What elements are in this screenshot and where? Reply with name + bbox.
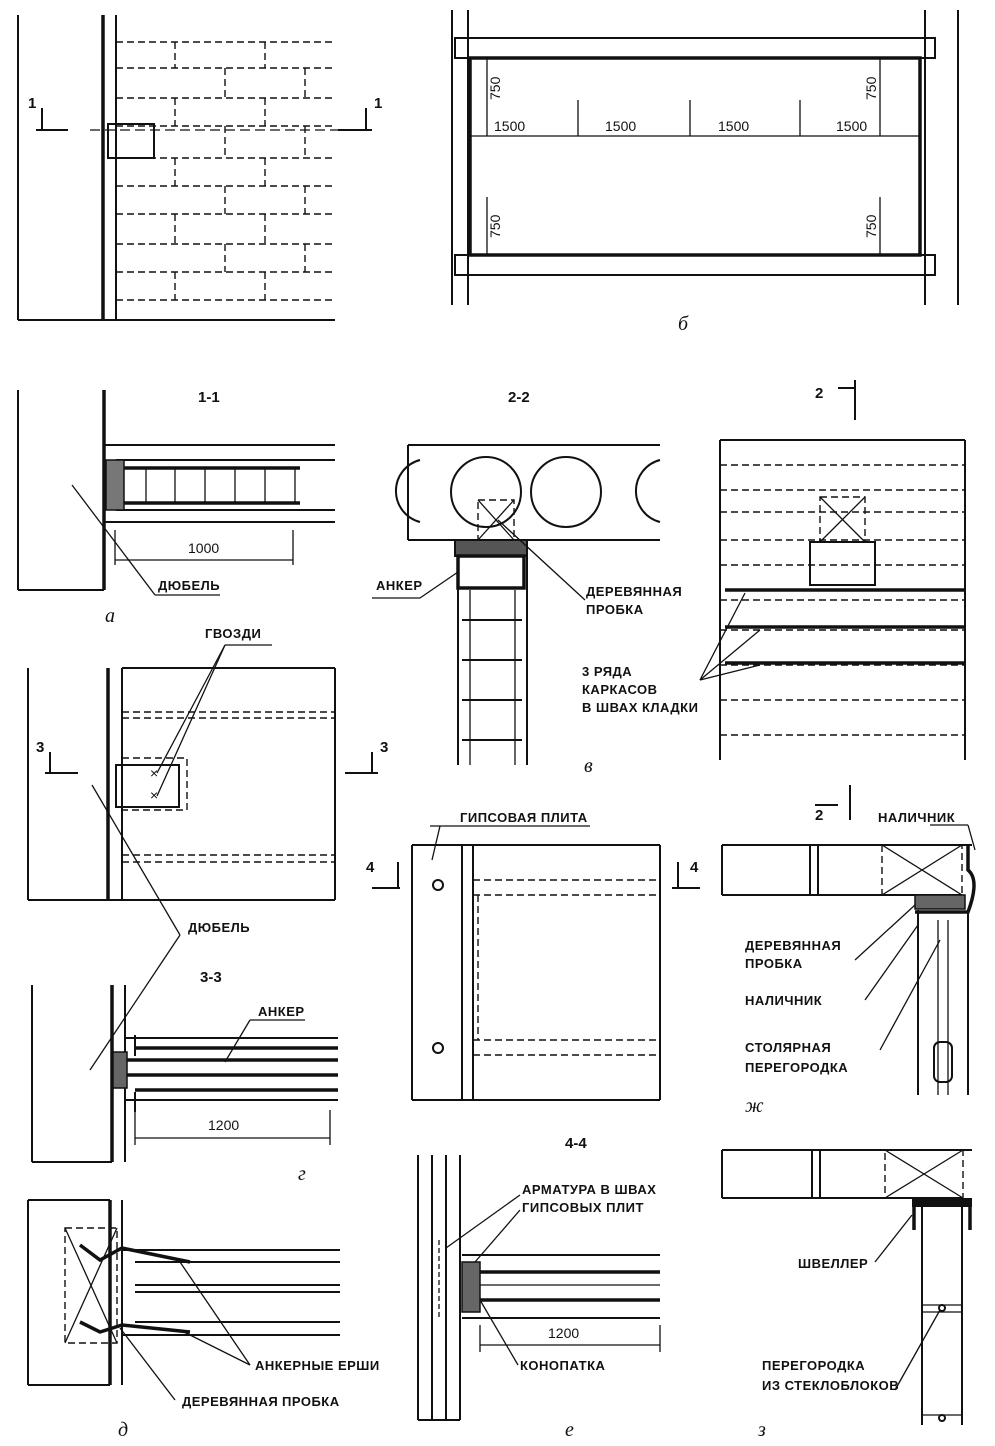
label-casing-bottom: НАЛИЧНИК <box>745 993 822 1008</box>
dim-750-bl: 750 <box>487 214 503 238</box>
section-mark-4-right: 4 <box>690 859 699 876</box>
dim-750-tl: 750 <box>487 76 503 100</box>
panel-z <box>721 1149 972 1425</box>
label-wood-plug-d-2: ПРОБКА <box>282 1394 340 1409</box>
label-dubel-a: ДЮБЕЛЬ <box>158 578 220 593</box>
dim-1200-g: 1200 <box>208 1117 239 1133</box>
svg-text:×: × <box>150 787 158 803</box>
label-wood-plug-zh-1: ДЕРЕВЯННАЯ <box>745 938 841 953</box>
caption-v: в <box>584 755 593 777</box>
label-channel: ШВЕЛЛЕР <box>798 1256 868 1271</box>
label-glass-2: ИЗ СТЕКЛОБЛОКОВ <box>762 1378 899 1393</box>
title-section-4-4: 4-4 <box>565 1135 587 1152</box>
dim-1500-1: 1500 <box>494 118 525 134</box>
section-1-1 <box>17 390 335 596</box>
label-anchor-ruffs: АНКЕРНЫЕ ЕРШИ <box>255 1358 380 1373</box>
label-caulking: КОНОПАТКА <box>520 1358 606 1373</box>
panel-v-elevation <box>699 380 966 820</box>
label-gypsum-plate: ГИПСОВАЯ ПЛИТА <box>460 810 588 825</box>
label-wood-plug-v-2: ПРОБКА <box>586 602 644 617</box>
caption-zh: ж <box>745 1095 764 1117</box>
section-mark-1-left: 1 <box>28 95 36 112</box>
section-mark-2-bottom: 2 <box>815 807 823 824</box>
dim-1500-4: 1500 <box>836 118 867 134</box>
dim-1500-3: 1500 <box>718 118 749 134</box>
section-mark-4-left: 4 <box>366 859 375 876</box>
dim-750-br: 750 <box>863 214 879 238</box>
label-glass-1: ПЕРЕГОРОДКА <box>762 1358 865 1373</box>
dim-1500-2: 1500 <box>605 118 636 134</box>
label-joinery-2: ПЕРЕГОРОДКА <box>745 1060 848 1075</box>
label-anker-v: АНКЕР <box>376 578 423 593</box>
label-nails: ГВОЗДИ <box>205 626 261 641</box>
section-mark-3-right: 3 <box>380 739 388 756</box>
section-2-2 <box>372 444 661 765</box>
panel-zh <box>721 824 976 1095</box>
caption-d: д <box>118 1419 128 1441</box>
section-3-3 <box>31 934 338 1163</box>
svg-text:×: × <box>150 765 158 781</box>
label-rows-2: КАРКАСОВ <box>582 682 658 697</box>
section-4-4 <box>417 1155 661 1421</box>
label-rows-3: В ШВАХ КЛАДКИ <box>582 700 698 715</box>
title-section-3-3: 3-3 <box>200 969 222 986</box>
title-section-2-2: 2-2 <box>508 389 530 406</box>
caption-e: е <box>565 1419 574 1441</box>
section-mark-1-right: 1 <box>374 95 382 112</box>
caption-z: з <box>757 1419 766 1441</box>
panel-b-frame <box>451 10 959 305</box>
panel-g-elevation: × × <box>27 644 378 936</box>
label-rows-1: 3 РЯДА <box>582 664 632 679</box>
label-wood-plug-v-1: ДЕРЕВЯННАЯ <box>586 584 682 599</box>
label-dubel-g: ДЮБЕЛЬ <box>188 920 250 935</box>
caption-b: б <box>678 313 689 335</box>
dim-1000: 1000 <box>188 540 219 556</box>
dim-1200-e: 1200 <box>548 1325 579 1341</box>
label-wood-plug-d: ДЕРЕВЯННАЯ <box>182 1394 278 1409</box>
label-wood-plug-zh-2: ПРОБКА <box>745 956 803 971</box>
caption-a: а <box>105 605 115 627</box>
label-anker-g: АНКЕР <box>258 1004 305 1019</box>
section-mark-3-left: 3 <box>36 739 44 756</box>
label-joinery-1: СТОЛЯРНАЯ <box>745 1040 831 1055</box>
label-casing-top: НАЛИЧНИК <box>878 810 955 825</box>
title-section-1-1: 1-1 <box>198 389 220 406</box>
panel-e-elevation <box>372 825 700 1101</box>
label-rebar-2: ГИПСОВЫХ ПЛИТ <box>522 1200 644 1215</box>
panel-a-elevation <box>17 15 372 321</box>
panel-d <box>27 1199 340 1401</box>
label-rebar-1: АРМАТУРА В ШВАХ <box>522 1182 656 1197</box>
section-mark-2-top: 2 <box>815 385 823 402</box>
caption-g: г <box>298 1163 306 1185</box>
dim-750-tr: 750 <box>863 76 879 100</box>
